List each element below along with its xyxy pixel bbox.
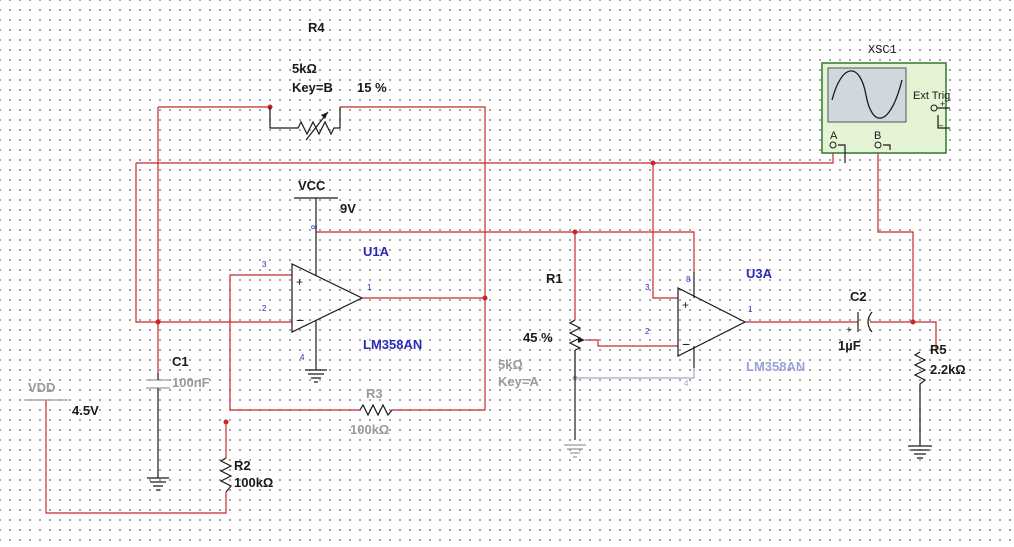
wire-r1-bottom[interactable] — [574, 350, 695, 379]
junction-dot — [572, 229, 578, 235]
r1-percent-label: 45 % — [523, 330, 553, 345]
scope-a-terminal[interactable] — [829, 141, 837, 149]
c2-value-label: 1µF — [838, 338, 861, 353]
scope-ref-label: XSC1 — [868, 43, 897, 57]
wire-r3[interactable] — [230, 298, 486, 411]
junction-dot — [223, 419, 229, 425]
vdd-value-label: 4.5V — [72, 403, 99, 418]
u1-pin2: 2 — [262, 304, 267, 313]
c1-value-label: 100nF — [172, 375, 210, 390]
junction-dot — [155, 319, 161, 325]
vdd-name-label: VDD — [28, 380, 55, 395]
resistor-r5[interactable]: R5 2.2kΩ — [908, 342, 966, 459]
wire-scope-b[interactable] — [877, 148, 914, 322]
r1-value-label: 5kΩ — [498, 357, 523, 372]
u1-pin4: 4 — [300, 353, 305, 362]
u3-model-label: LM358AN — [746, 359, 805, 374]
wire-u1-noninv[interactable] — [229, 274, 292, 410]
scope-plus-label: + — [940, 99, 945, 109]
r5-value-label: 2.2kΩ — [930, 362, 966, 377]
u3-pin4: 4 — [684, 379, 689, 388]
scope-minus-label: _ — [937, 116, 944, 126]
junction-dot — [482, 295, 488, 301]
r3-ref-label: R3 — [366, 386, 383, 401]
u1-ref-label: U1A — [363, 244, 390, 259]
scope-channel-a-label: A — [830, 130, 838, 142]
u1-pin1: 1 — [367, 283, 372, 292]
r2-ref-label: R2 — [234, 458, 251, 473]
wire-r4-feedback[interactable] — [158, 106, 486, 298]
u3-pin3: 3 — [645, 283, 650, 292]
vcc-value-label: 9V — [340, 201, 356, 216]
wire-c2-r5[interactable] — [870, 321, 937, 352]
r1-key-label: Key=A — [498, 374, 539, 389]
r3-value-label: 100kΩ — [350, 422, 389, 437]
svg-text:−: − — [296, 312, 304, 328]
r4-percent-label: 15 % — [357, 80, 387, 95]
junction-dot — [910, 319, 916, 325]
r2-value-label: 100kΩ — [234, 475, 273, 490]
u3-pin1: 1 — [748, 305, 753, 314]
r1-ref-label: R1 — [546, 271, 563, 286]
svg-text:+: + — [296, 275, 303, 289]
scope-b-terminal[interactable] — [874, 141, 882, 149]
vcc-name-label: VCC — [298, 178, 326, 193]
wire-r2[interactable] — [45, 400, 227, 514]
u1-pin3: 3 — [262, 260, 267, 269]
resistor-r3[interactable]: R3 100kΩ — [350, 386, 393, 437]
wire-vcc-rail[interactable] — [316, 231, 695, 272]
potentiometer-r1[interactable]: R1 45 % 5kΩ Key=A — [498, 271, 586, 458]
potentiometer-r4[interactable]: R4 5kΩ Key=B 15 % — [269, 20, 387, 141]
svg-text:+: + — [846, 325, 852, 336]
junction-dot — [650, 160, 656, 166]
capacitor-c1[interactable]: C1 100nF — [146, 354, 210, 491]
r4-ref-label: R4 — [308, 20, 325, 35]
scope-sine-wave — [831, 70, 903, 119]
c1-ref-label: C1 — [172, 354, 189, 369]
u3-pin2: 2 — [645, 327, 650, 336]
vcc-source[interactable]: VCC 9V — [294, 178, 356, 232]
resistor-r2[interactable]: R2 100kΩ — [219, 457, 273, 493]
scope-screen — [827, 67, 907, 123]
wire-r1-wiper[interactable] — [585, 339, 678, 347]
svg-text:−: − — [682, 336, 690, 352]
u1-pin8: 8 — [309, 225, 318, 230]
scope-channel-b-label: B — [874, 130, 881, 142]
wire-u3-noninv[interactable] — [652, 163, 678, 299]
junctions — [155, 104, 916, 425]
r5-ref-label: R5 — [930, 342, 947, 357]
opamp-u1a[interactable]: + − 3 2 1 8 4 U1A LM358AN — [262, 225, 422, 383]
u3-ref-label: U3A — [746, 266, 773, 281]
capacitor-c2[interactable]: + C2 1µF — [838, 289, 873, 353]
vdd-source[interactable]: VDD 4.5V — [24, 380, 99, 418]
opamp-u3a[interactable]: + − 3 2 1 8 4 U3A LM358AN — [645, 266, 805, 388]
u1-model-label: LM358AN — [363, 337, 422, 352]
wire-bus-left[interactable] — [135, 163, 158, 323]
svg-text:+: + — [682, 298, 689, 312]
r4-key-label: Key=B — [292, 80, 333, 95]
r4-value-label: 5kΩ — [292, 61, 317, 76]
oscilloscope-xsc1[interactable]: XSC1 Ext Trig + _ A B — [821, 43, 950, 163]
wires — [45, 106, 937, 514]
c2-ref-label: C2 — [850, 289, 867, 304]
u3-pin8: 8 — [686, 275, 691, 284]
scope-ext-trig-label: Ext Trig — [913, 90, 950, 102]
